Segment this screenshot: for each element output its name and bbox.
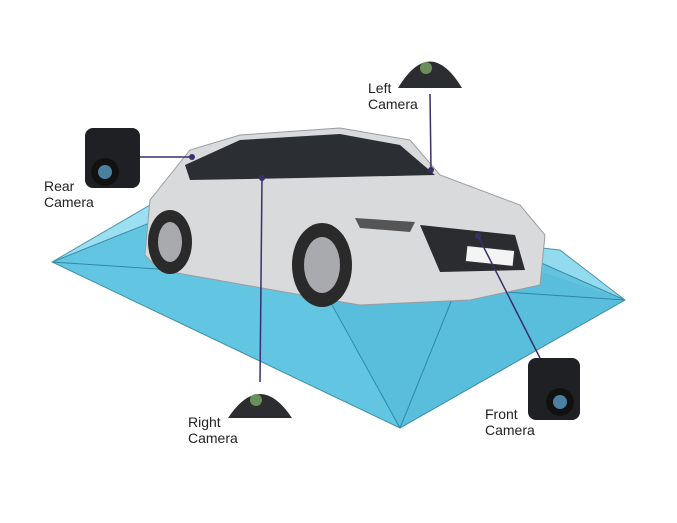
right-camera-icon [228,394,292,418]
leader-lines [140,93,541,383]
front-camera-icon [528,358,580,420]
rear-camera-icon [85,128,140,188]
left-camera-icon [398,61,462,88]
car-illustration [144,127,546,307]
